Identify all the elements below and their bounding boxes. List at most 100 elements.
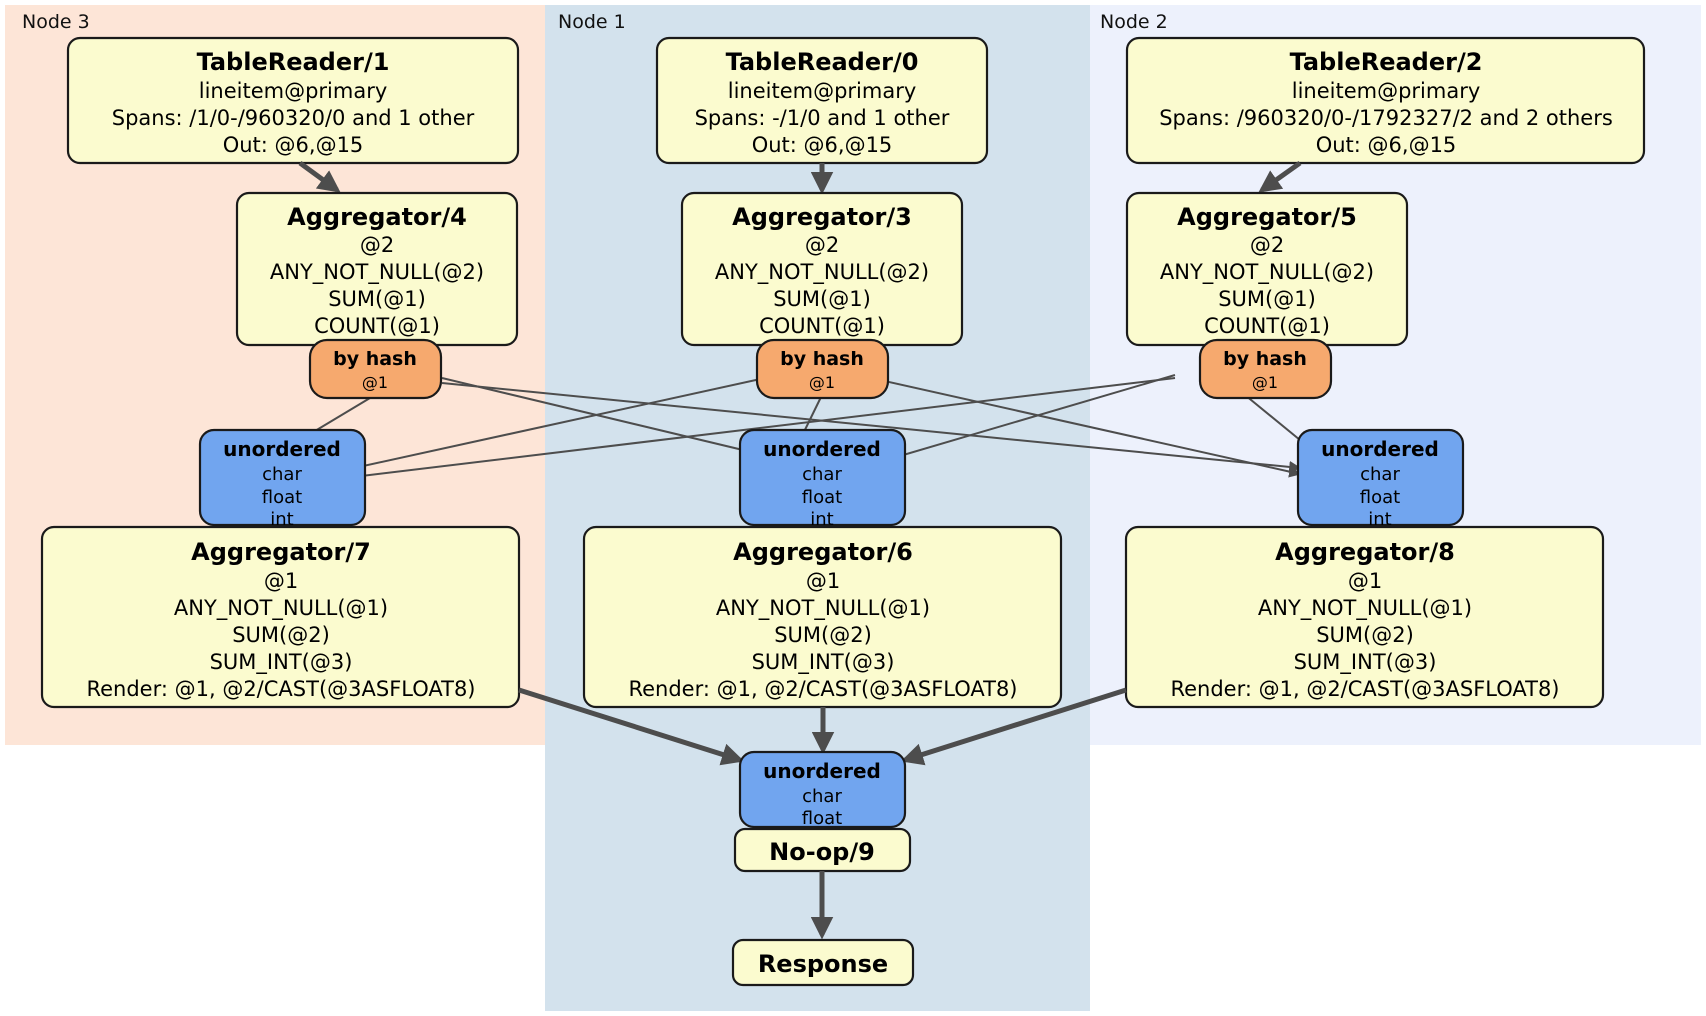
processor-title: Aggregator/4	[287, 203, 467, 231]
synchronizer-title: unordered	[223, 437, 341, 461]
processor-title: Aggregator/3	[732, 203, 912, 231]
processor-tablereader1[interactable]: TableReader/1 lineitem@primary Spans: /1…	[66, 36, 520, 165]
processor-detail-line: @1	[264, 569, 298, 593]
processor-detail-line: Out: @6,@15	[752, 133, 893, 157]
processor-aggregator5[interactable]: Aggregator/5 @2 ANY_NOT_NULL(@2) SUM(@1)…	[1125, 191, 1409, 347]
processor-response[interactable]: Response	[731, 938, 915, 987]
synchronizer-unordered-left[interactable]: unordered char float int	[198, 428, 367, 530]
edge-tablereader2-to-aggregator5	[1258, 160, 1302, 193]
processor-aggregator7[interactable]: Aggregator/7 @1 ANY_NOT_NULL(@1) SUM(@2)…	[40, 525, 521, 709]
processor-detail-line: Out: @6,@15	[1316, 133, 1457, 157]
edge-tablereader1-to-aggregator4	[298, 160, 341, 193]
processor-detail-line: ANY_NOT_NULL(@2)	[715, 260, 929, 285]
router-detail-line: @1	[362, 373, 388, 392]
processor-title: TableReader/1	[197, 48, 390, 76]
processor-aggregator3[interactable]: Aggregator/3 @2 ANY_NOT_NULL(@2) SUM(@1)…	[680, 191, 964, 347]
router-box	[308, 338, 443, 400]
router-byhash-right[interactable]: by hash @1	[1198, 338, 1333, 400]
processor-detail-line: ANY_NOT_NULL(@1)	[716, 596, 930, 621]
synchronizer-title: unordered	[763, 437, 881, 461]
processor-detail-line: SUM(@1)	[328, 287, 426, 311]
synchronizer-type-line: char	[802, 464, 842, 485]
processor-detail-line: SUM_INT(@3)	[1294, 650, 1437, 675]
processor-detail-line: @1	[1348, 569, 1382, 593]
node-region-label-node1: Node 1	[558, 11, 626, 33]
processor-title: Response	[758, 950, 888, 978]
router-box	[1198, 338, 1333, 400]
processor-detail-line: Render: @1, @2/CAST(@3ASFLOAT8)	[86, 677, 475, 701]
processor-detail-line: ANY_NOT_NULL(@1)	[174, 596, 388, 621]
router-byhash-left[interactable]: by hash @1	[308, 338, 443, 400]
synchronizer-type-line: float	[1360, 487, 1400, 508]
processor-title: Aggregator/8	[1275, 538, 1455, 566]
processor-detail-line: Spans: /1/0-/960320/0 and 1 other	[112, 106, 475, 130]
processor-detail-line: ANY_NOT_NULL(@1)	[1258, 596, 1472, 621]
processor-title: TableReader/2	[1290, 48, 1483, 76]
synchronizer-type-line: int	[1368, 509, 1391, 530]
processor-noop9[interactable]: No-op/9	[733, 827, 912, 873]
synchronizer-box	[738, 750, 907, 829]
processor-detail-line: Spans: -/1/0 and 1 other	[695, 106, 950, 130]
processor-aggregator8[interactable]: Aggregator/8 @1 ANY_NOT_NULL(@1) SUM(@2)…	[1124, 525, 1605, 709]
processor-detail-line: SUM_INT(@3)	[752, 650, 895, 675]
processor-detail-line: @1	[806, 569, 840, 593]
processor-detail-line: Out: @6,@15	[223, 133, 364, 157]
synchronizer-type-line: float	[802, 808, 842, 829]
processor-title: Aggregator/5	[1177, 203, 1357, 231]
processor-detail-line: COUNT(@1)	[314, 314, 440, 338]
synchronizer-type-line: float	[262, 487, 302, 508]
edge-aggregator7-to-final-sync	[518, 687, 745, 766]
router-detail-line: @1	[1252, 373, 1278, 392]
node-region-label-node2: Node 2	[1100, 11, 1168, 33]
processor-detail-line: SUM(@2)	[1316, 623, 1414, 647]
synchronizer-type-line: float	[802, 487, 842, 508]
router-detail-line: @1	[809, 373, 835, 392]
processor-detail-line: @2	[1250, 233, 1284, 257]
router-byhash-center[interactable]: by hash @1	[755, 338, 890, 400]
synchronizer-unordered-right[interactable]: unordered char float int	[1296, 428, 1465, 530]
processor-box	[1124, 525, 1605, 709]
synchronizer-type-line: char	[262, 464, 302, 485]
processor-detail-line: ANY_NOT_NULL(@2)	[270, 260, 484, 285]
synchronizer-type-line: int	[810, 509, 833, 530]
processor-detail-line: lineitem@primary	[199, 79, 388, 103]
processor-aggregator6[interactable]: Aggregator/6 @1 ANY_NOT_NULL(@1) SUM(@2)…	[582, 525, 1063, 709]
processor-title: Aggregator/7	[191, 538, 371, 566]
synchronizer-box	[198, 428, 367, 527]
processor-title: Aggregator/6	[733, 538, 913, 566]
processor-detail-line: @2	[360, 233, 394, 257]
synchronizer-unordered-final[interactable]: unordered char float	[738, 750, 907, 829]
router-title: by hash	[780, 348, 864, 370]
synchronizer-type-line: int	[270, 509, 293, 530]
processor-detail-line: SUM(@1)	[1218, 287, 1316, 311]
processor-title: No-op/9	[769, 838, 875, 866]
edge-aggregator8-to-final-sync	[900, 687, 1127, 766]
router-title: by hash	[1223, 348, 1307, 370]
synchronizer-box	[738, 428, 907, 527]
processor-detail-line: SUM(@2)	[774, 623, 872, 647]
processor-box	[66, 36, 520, 165]
processor-tablereader0[interactable]: TableReader/0 lineitem@primary Spans: -/…	[655, 36, 989, 165]
synchronizer-type-line: char	[802, 786, 842, 807]
processor-detail-line: Render: @1, @2/CAST(@3ASFLOAT8)	[628, 677, 1017, 701]
node-region-label-node3: Node 3	[22, 11, 90, 33]
processor-detail-line: Render: @1, @2/CAST(@3ASFLOAT8)	[1170, 677, 1559, 701]
synchronizer-type-line: char	[1360, 464, 1400, 485]
processor-detail-line: lineitem@primary	[728, 79, 917, 103]
processor-detail-line: SUM(@1)	[773, 287, 871, 311]
processor-title: TableReader/0	[726, 48, 919, 76]
synchronizer-unordered-center[interactable]: unordered char float int	[738, 428, 907, 530]
processor-detail-line: COUNT(@1)	[1204, 314, 1330, 338]
synchronizer-title: unordered	[763, 759, 881, 783]
processor-aggregator4[interactable]: Aggregator/4 @2 ANY_NOT_NULL(@2) SUM(@1)…	[235, 191, 519, 347]
processor-detail-line: COUNT(@1)	[759, 314, 885, 338]
processor-detail-line: SUM(@2)	[232, 623, 330, 647]
router-title: by hash	[333, 348, 417, 370]
processor-detail-line: Spans: /960320/0-/1792327/2 and 2 others	[1159, 106, 1613, 130]
processor-box	[731, 938, 915, 987]
processor-tablereader2[interactable]: TableReader/2 lineitem@primary Spans: /9…	[1125, 36, 1646, 165]
processor-detail-line: @2	[805, 233, 839, 257]
processor-detail-line: lineitem@primary	[1292, 79, 1481, 103]
